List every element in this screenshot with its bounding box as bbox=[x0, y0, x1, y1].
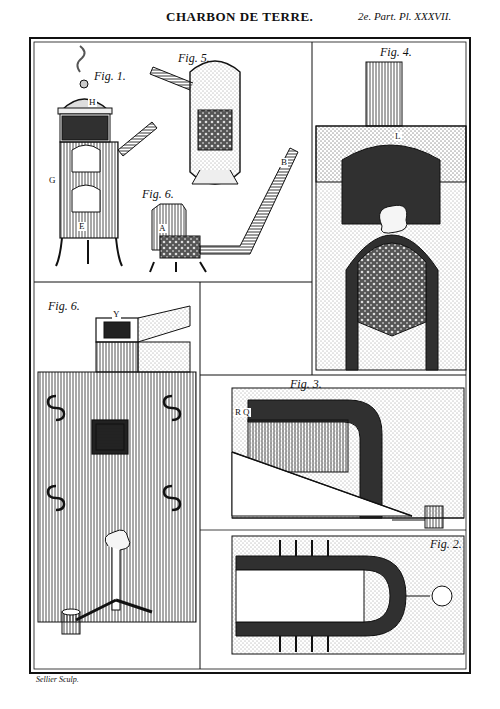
engraver-signature: Sellier Sculp. bbox=[36, 676, 79, 684]
figure-label: Fig. 6. bbox=[142, 188, 174, 200]
callout-letter: A bbox=[158, 224, 167, 233]
figure-label: Fig. 2. bbox=[430, 538, 462, 550]
callout-letter: R bbox=[234, 408, 242, 417]
callout-letter: B bbox=[280, 158, 288, 167]
figure-label: Fig. 3. bbox=[290, 378, 322, 390]
callout-letter: H bbox=[88, 98, 97, 107]
callout-letter: E bbox=[78, 222, 86, 231]
callout-letter: L bbox=[394, 132, 402, 141]
callout-letter: G bbox=[48, 176, 57, 185]
figure-label: Fig. 4. bbox=[380, 46, 412, 58]
figure-label: Fig. 1. bbox=[94, 70, 126, 82]
callout-letter: Y bbox=[112, 310, 121, 319]
figure-label: Fig. 5. bbox=[178, 52, 210, 64]
plate-title: CHARBON DE TERRE. bbox=[166, 10, 313, 23]
callout-letter: Q bbox=[242, 408, 251, 417]
figure-label: Fig. 6. bbox=[48, 300, 80, 312]
plate-number: 2e. Part. Pl. XXXVII. bbox=[358, 11, 451, 22]
